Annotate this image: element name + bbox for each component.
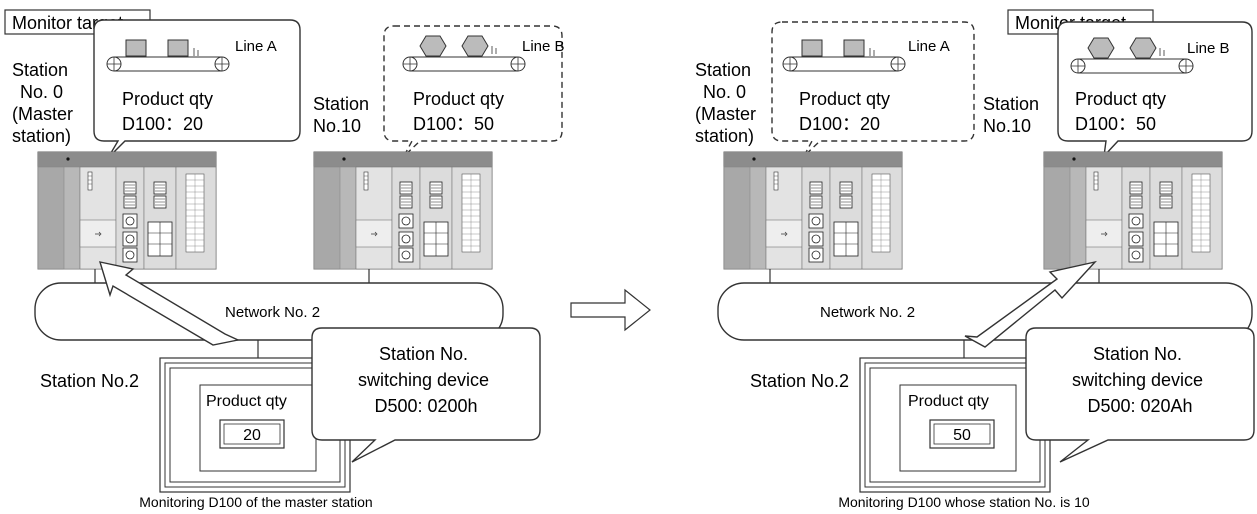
station10-label: Station No.10 [983,94,1044,136]
line-a-value: D100：20 [122,114,203,134]
station0-label: Station No. 0 (Master station) [12,60,78,146]
plc-station0 [723,151,903,270]
line-b-value: D100：50 [413,114,494,134]
monitor-arrow [964,260,1098,348]
switch-device-callout [1025,327,1255,463]
right-caption: Monitoring D100 whose station No. is 10 [838,494,1090,510]
station10-label: Station No.10 [313,94,374,136]
monitor-arrow [98,261,241,346]
got-product-qty: Product qty [206,393,287,410]
line-b-value: D100：50 [1075,114,1156,134]
left-caption: Monitoring D100 of the master station [139,494,372,510]
line-a-value: D100：20 [799,114,880,134]
right-panel: Monitor target Line A Product qty D100：2… [695,9,1255,510]
station2-label: Station No.2 [40,371,139,391]
line-b-label: Line B [1187,40,1230,57]
got-value: 20 [243,427,261,444]
station0-label: Station No. 0 (Master station) [695,60,761,146]
line-b-label: Line B [522,38,565,55]
switch-device-callout [311,327,541,463]
plc-station10 [1043,151,1223,270]
line-a-product-qty: Product qty [122,89,213,109]
line-b-product-qty: Product qty [1075,89,1166,109]
plc-station0 [37,151,217,270]
switch-device-text: Station No. switching device D500: 0200h [358,344,494,416]
plc-station10 [313,151,493,270]
line-a-label: Line A [235,38,277,55]
line-a-label: Line A [908,38,950,55]
network-label: Network No. 2 [225,304,320,321]
line-b-product-qty: Product qty [413,89,504,109]
line-a-product-qty: Product qty [799,89,890,109]
transition-arrow-icon [570,288,651,332]
got-value: 50 [953,427,971,444]
station2-label: Station No.2 [750,371,849,391]
got-product-qty: Product qty [908,393,989,410]
network-label: Network No. 2 [820,304,915,321]
switch-device-text: Station No. switching device D500: 020Ah [1072,344,1208,416]
left-panel: Monitor target Line A Product qty D100：2… [4,9,565,510]
